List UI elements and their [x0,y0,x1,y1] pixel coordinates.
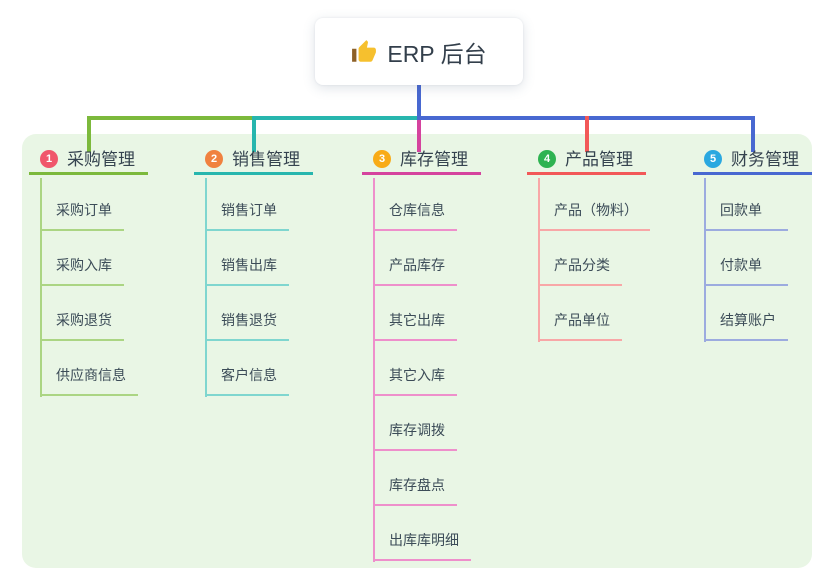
leaf-item[interactable]: 库存调拨 [373,421,457,451]
connector-drop-branch-5 [751,116,755,152]
branch-header-5[interactable]: 5 财务管理 [693,149,812,175]
leaf-item[interactable]: 仓库信息 [373,201,457,231]
branch-index-badge: 3 [373,150,391,168]
root-node[interactable]: ERP 后台 [315,18,523,85]
leaf-item[interactable]: 采购订单 [40,201,124,231]
branch-connector-vline [40,178,42,397]
branch-connector-vline [704,178,706,342]
leaf-item[interactable]: 供应商信息 [40,366,138,396]
branch-header-4[interactable]: 4 产品管理 [527,149,646,175]
leaf-item[interactable]: 销售退货 [205,311,289,341]
leaf-item[interactable]: 产品单位 [538,311,622,341]
leaf-item[interactable]: 采购入库 [40,256,124,286]
leaf-item[interactable]: 产品库存 [373,256,457,286]
branch-label: 销售管理 [232,150,300,169]
branch-index-badge: 4 [538,150,556,168]
branch-label: 采购管理 [67,150,135,169]
connector-drop-branch-2 [252,116,256,152]
leaf-item[interactable]: 客户信息 [205,366,289,396]
thumbs-up-icon [352,39,377,62]
leaf-item[interactable]: 其它入库 [373,366,457,396]
branch-label: 财务管理 [731,150,799,169]
leaf-item[interactable]: 采购退货 [40,311,124,341]
branch-header-2[interactable]: 2 销售管理 [194,149,313,175]
branches-panel [22,134,812,568]
leaf-item[interactable]: 结算账户 [704,311,788,341]
branch-index-badge: 1 [40,150,58,168]
leaf-item[interactable]: 产品（物料） [538,201,650,231]
connector-h-branch-2 [252,116,421,120]
connector-drop-branch-4 [585,116,589,152]
branch-label: 产品管理 [565,150,633,169]
leaf-item[interactable]: 库存盘点 [373,476,457,506]
leaf-item[interactable]: 销售订单 [205,201,289,231]
leaf-item[interactable]: 出库库明细 [373,531,471,561]
leaf-item[interactable]: 销售出库 [205,256,289,286]
branch-index-badge: 5 [704,150,722,168]
leaf-item[interactable]: 产品分类 [538,256,622,286]
branch-header-1[interactable]: 1 采购管理 [29,149,148,175]
leaf-item[interactable]: 回款单 [704,201,788,231]
branch-connector-vline [538,178,540,342]
branch-header-3[interactable]: 3 库存管理 [362,149,481,175]
root-title: ERP 后台 [387,40,487,67]
connector-drop-branch-3 [417,120,421,152]
branch-index-badge: 2 [205,150,223,168]
leaf-item[interactable]: 其它出库 [373,311,457,341]
branch-connector-vline [205,178,207,397]
branch-label: 库存管理 [400,150,468,169]
branch-connector-vline [373,178,375,562]
connector-trunk [417,84,421,117]
leaf-item[interactable]: 付款单 [704,256,788,286]
connector-drop-branch-1 [87,116,91,152]
